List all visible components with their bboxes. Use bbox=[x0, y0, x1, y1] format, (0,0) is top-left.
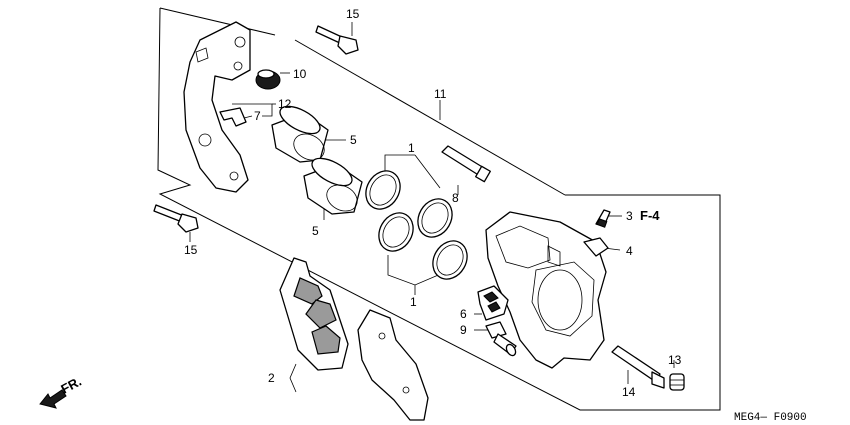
pad-spring-6 bbox=[477, 285, 509, 321]
callout-4: 4 bbox=[626, 244, 633, 258]
retainer-clip-7 bbox=[219, 107, 253, 127]
bolt-15-top bbox=[315, 22, 359, 55]
seal-set-1-lower bbox=[378, 212, 468, 280]
callout-6: 6 bbox=[460, 307, 467, 321]
brake-pad-2-inner bbox=[279, 257, 349, 371]
piston-5-upper bbox=[271, 105, 329, 163]
callout-11: 11 bbox=[434, 87, 447, 101]
callout-14: 14 bbox=[622, 385, 636, 399]
callout-8: 8 bbox=[452, 191, 459, 205]
callout-5-upper: 5 bbox=[350, 133, 357, 147]
callout-2: 2 bbox=[268, 371, 275, 385]
bolt-15-bottom bbox=[153, 204, 199, 242]
assembly-outline bbox=[157, 7, 721, 411]
caliper-bracket bbox=[183, 21, 251, 193]
boot-10 bbox=[255, 69, 290, 90]
piston-5-lower bbox=[303, 157, 363, 215]
pad-pin-9 bbox=[485, 321, 517, 357]
callout-3: 3 bbox=[626, 209, 633, 223]
callout-12: 12 bbox=[278, 97, 292, 111]
seal-set-1-upper bbox=[365, 170, 453, 238]
callout-10: 10 bbox=[293, 67, 307, 81]
callout-1-upper: 1 bbox=[408, 141, 415, 155]
bleed-valve-3 bbox=[595, 209, 611, 228]
callout-13: 13 bbox=[668, 353, 682, 367]
callout-15-bottom: 15 bbox=[184, 243, 198, 257]
callout-9: 9 bbox=[460, 323, 467, 337]
main-pin-14 bbox=[611, 345, 665, 389]
diagram-code: MEG4— F0900 bbox=[734, 412, 807, 424]
reference-label: F-4 bbox=[640, 208, 660, 223]
bleeder-cap-4 bbox=[583, 237, 609, 257]
callout-7: 7 bbox=[254, 109, 261, 123]
callout-5-lower: 5 bbox=[312, 224, 319, 238]
slide-pin-8 bbox=[441, 145, 491, 183]
brake-pad-2-outer bbox=[357, 309, 429, 421]
callout-1-lower: 1 bbox=[410, 295, 417, 309]
front-direction-arrow bbox=[39, 389, 67, 409]
callout-15-top: 15 bbox=[346, 7, 360, 21]
pin-plug-13 bbox=[669, 373, 685, 391]
